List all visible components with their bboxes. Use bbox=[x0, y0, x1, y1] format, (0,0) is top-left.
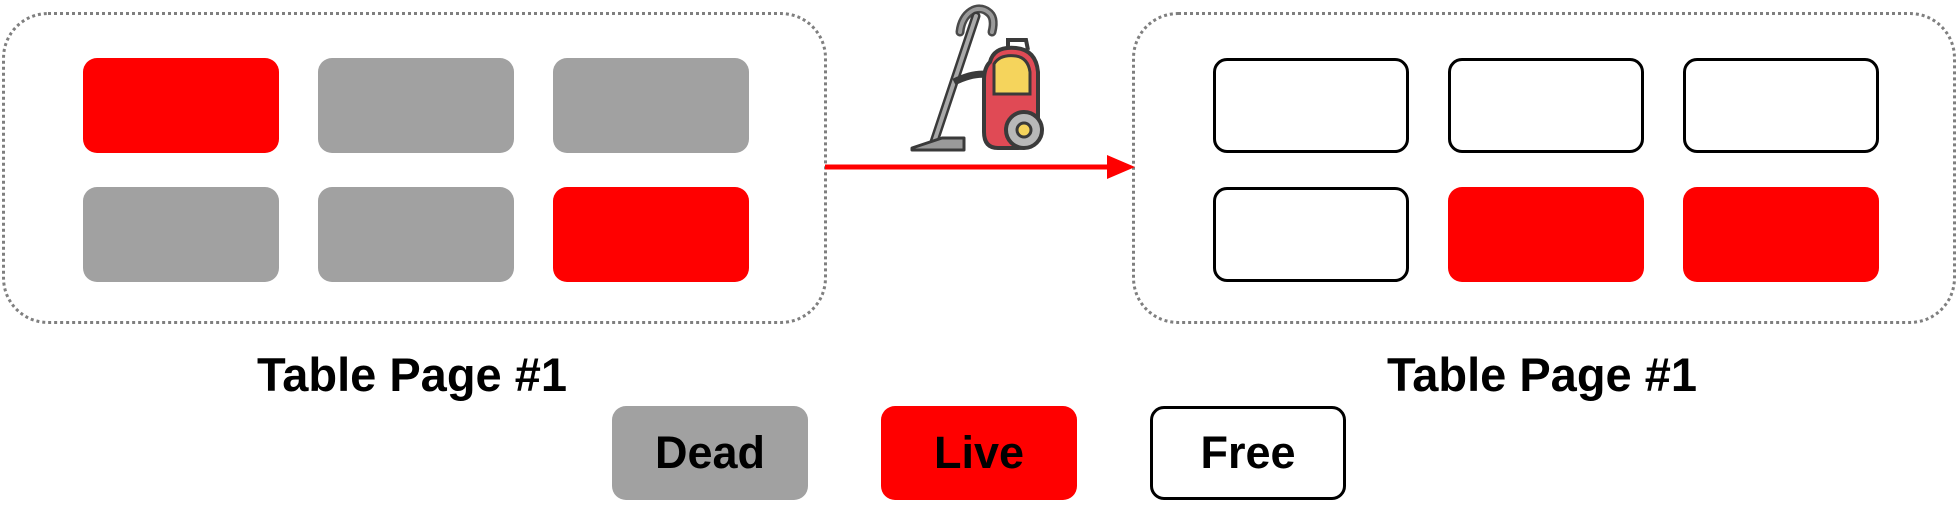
vacuum-cleaner-icon bbox=[910, 4, 1044, 152]
legend-dead: Dead bbox=[612, 406, 808, 500]
page-caption-after: Table Page #1 bbox=[1387, 348, 1697, 401]
tuple-slot bbox=[1683, 187, 1879, 282]
tuple-slot bbox=[83, 187, 279, 282]
tuple-slot bbox=[318, 58, 514, 153]
table-page-before bbox=[2, 12, 827, 324]
tuple-slot bbox=[83, 58, 279, 153]
page-caption-before: Table Page #1 bbox=[257, 348, 567, 401]
table-page-after bbox=[1132, 12, 1956, 324]
tuple-slot bbox=[1448, 58, 1644, 153]
legend-free: Free bbox=[1150, 406, 1346, 500]
tuple-slot bbox=[1213, 187, 1409, 282]
tuple-slot bbox=[318, 187, 514, 282]
tuple-slot bbox=[1683, 58, 1879, 153]
tuple-slot bbox=[1448, 187, 1644, 282]
tuple-slot bbox=[553, 187, 749, 282]
arrow-right-icon bbox=[825, 155, 1135, 179]
legend-live: Live bbox=[881, 406, 1077, 500]
tuple-slot bbox=[553, 58, 749, 153]
tuple-slot bbox=[1213, 58, 1409, 153]
